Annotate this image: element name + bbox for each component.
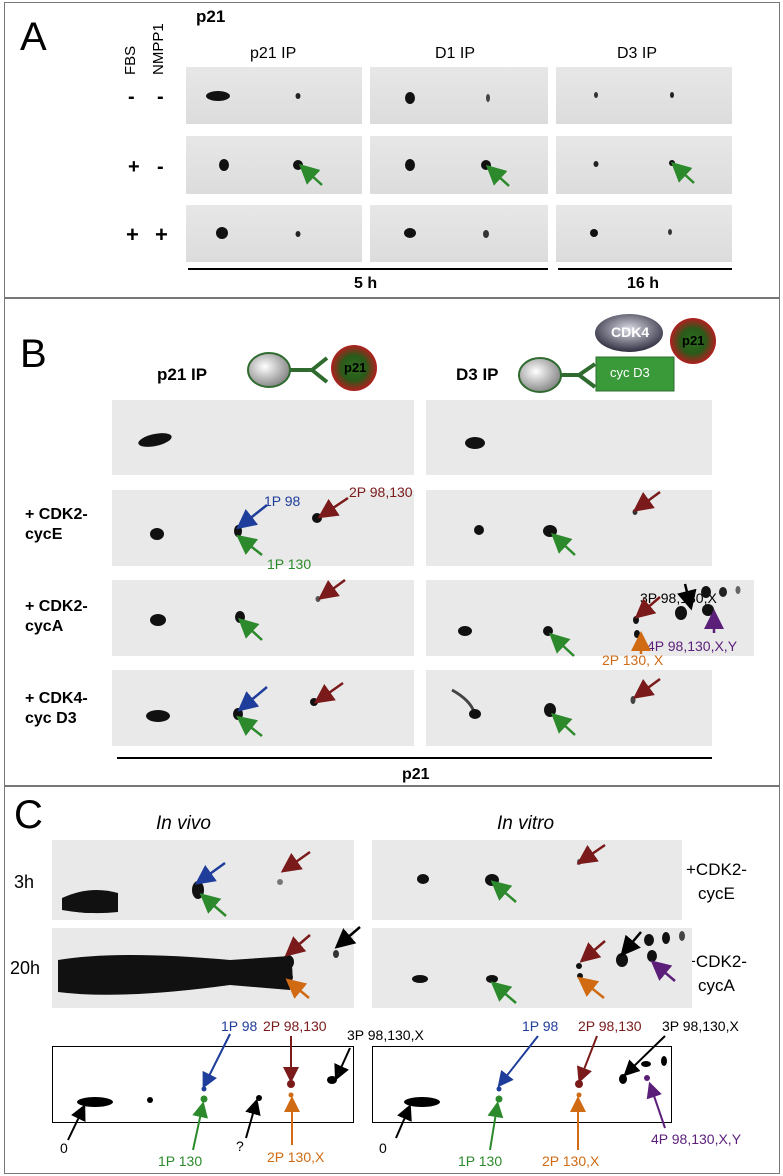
- a-line-5h: [188, 268, 548, 270]
- b-ip-d3: D3 IP: [456, 365, 499, 384]
- c-invivo: In vivo: [156, 813, 211, 834]
- panel-c: [4, 786, 780, 1174]
- c-left-q: ?: [236, 1138, 244, 1154]
- b-footer-label: p21: [402, 766, 430, 783]
- c-right-2p98130: 2P 98,130: [578, 1018, 642, 1034]
- gel-a-p21-r2: [186, 136, 362, 194]
- c-left-zero: 0: [60, 1140, 68, 1156]
- b-cycd3-label: cyc D3: [610, 365, 650, 380]
- b-p21-icon-label: p21: [344, 360, 367, 375]
- gel-c-invitro-3h: [372, 840, 682, 920]
- c-right-zero: 0: [379, 1140, 387, 1156]
- b-ip-p21: p21 IP: [157, 365, 208, 384]
- b-label-1p98: 1P 98: [264, 493, 301, 509]
- c-schematic-right: [372, 1046, 672, 1123]
- panel-b-graphics: [138, 314, 741, 737]
- a-row1-fbs: -: [128, 86, 135, 108]
- a-time-16h: 16 h: [627, 275, 660, 292]
- gel-b-d3-r2: [426, 580, 754, 656]
- b-footer-line: [117, 757, 712, 759]
- b-label-2p98130: 2P 98,130: [349, 484, 413, 500]
- a-line-16h: [558, 268, 732, 270]
- b-label-4p: 4P 98,130,X,Y: [647, 638, 738, 654]
- gel-a-p21-r3: [186, 205, 362, 262]
- gel-b-p21-r3: [112, 670, 414, 746]
- c-left-2p98130: 2P 98,130: [263, 1018, 327, 1034]
- a-time-5h: 5 h: [354, 275, 378, 292]
- gel-a-d1-r2: [370, 136, 548, 194]
- gel-a-d3-r3: [556, 205, 732, 262]
- a-row2-nmpp1: -: [157, 156, 164, 178]
- gel-a-d3-r2: [556, 136, 732, 194]
- panel-a: [4, 2, 780, 298]
- b-label-2p130x: 2P 130, X: [602, 652, 664, 668]
- c-right-4p: 4P 98,130,X,Y: [651, 1131, 742, 1147]
- panel-b-letter: B: [20, 332, 47, 376]
- b-row3-label: + CDK4- cyc D3: [25, 690, 88, 727]
- c-right-1p98: 1P 98: [522, 1018, 559, 1034]
- panel-b: [4, 298, 780, 786]
- c-left-1p130: 1P 130: [158, 1153, 203, 1169]
- panel-a-title: p21: [196, 7, 226, 26]
- c-left-1p98: 1P 98: [221, 1018, 258, 1034]
- c-left-3p: 3P 98,130,X: [347, 1027, 424, 1043]
- b-p21-icon-label-2: p21: [682, 333, 705, 348]
- gel-a-d3-r1: [556, 67, 732, 124]
- a-ip-p21: p21 IP: [250, 45, 297, 62]
- b-row1-label: + CDK2- cycE: [25, 506, 88, 543]
- gel-a-d1-r3: [370, 205, 548, 262]
- gel-c-invivo-20h: [52, 928, 354, 1008]
- panel-a-letter: A: [20, 15, 47, 59]
- gel-c-invivo-3h: [52, 840, 354, 920]
- b-label-1p130: 1P 130: [267, 556, 312, 572]
- c-right-3p: 3P 98,130,X: [662, 1018, 739, 1034]
- c-r2: +CDK2- cycA: [686, 952, 747, 995]
- c-invitro: In vitro: [497, 813, 555, 834]
- panel-c-letter: C: [14, 793, 43, 837]
- panel-a-spots: [206, 91, 695, 239]
- c-r1: +CDK2- cycE: [686, 860, 747, 903]
- a-row3-fbs: +: [126, 222, 139, 247]
- c-right-1p130: 1P 130: [458, 1153, 503, 1169]
- c-t2: 20h: [10, 958, 41, 978]
- c-t1: 3h: [14, 872, 35, 892]
- b-cdk4-label: CDK4: [611, 324, 650, 340]
- b-row2-label: + CDK2- cycA: [25, 598, 88, 635]
- c-schematic-left: [52, 1046, 354, 1123]
- c-right-2p130x: 2P 130,X: [542, 1153, 600, 1169]
- a-row1-nmpp1: -: [157, 86, 164, 108]
- c-left-2p130x: 2P 130,X: [267, 1149, 325, 1165]
- a-ip-d1: D1 IP: [435, 45, 476, 62]
- a-row3-nmpp1: +: [155, 222, 168, 247]
- a-ip-d3: D3 IP: [617, 45, 658, 62]
- gel-c-invitro-20h: [372, 928, 692, 1008]
- gel-b-p21-r1: [112, 490, 414, 566]
- gel-a-d1-r1: [370, 67, 548, 124]
- a-row2-fbs: +: [128, 156, 140, 178]
